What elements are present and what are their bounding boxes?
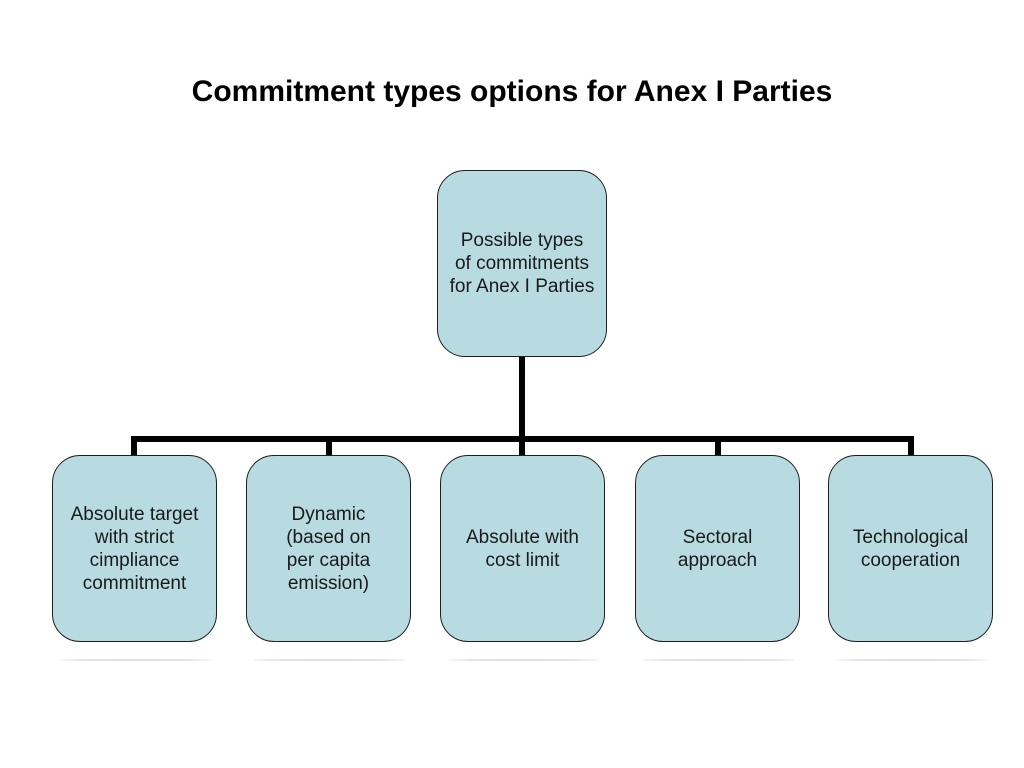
root-node-possible-types: Possible types of commitments for Anex I… <box>437 170 607 357</box>
child-node-sectoral-approach: Sectoral approach <box>635 455 800 661</box>
child-node-dynamic-per-capita: Dynamic (based on per capita emission) <box>246 455 411 661</box>
child-node-label: Technological cooperation <box>852 526 969 571</box>
connector-root-drop <box>519 357 525 436</box>
connector-stub-2 <box>326 436 332 455</box>
child-node-label: Sectoral approach <box>677 526 758 571</box>
child-node-technological-cooperation: Technological cooperation <box>828 455 993 661</box>
connector-stub-4 <box>715 436 721 455</box>
root-node-label: Possible types of commitments for Anex I… <box>449 230 595 297</box>
child-node-absolute-cost-limit: Absolute with cost limit <box>440 455 605 661</box>
slide-title: Commitment types options for Anex I Part… <box>191 75 833 109</box>
child-node-absolute-target: Absolute target with strict cimpliance c… <box>52 455 217 661</box>
child-node-label: Absolute with cost limit <box>465 526 579 571</box>
child-node-label: Absolute target with strict cimpliance c… <box>70 503 199 594</box>
connector-stub-1 <box>131 436 137 455</box>
connector-stub-3 <box>519 436 525 455</box>
child-node-label: Dynamic (based on per capita emission) <box>286 503 371 594</box>
connector-stub-5 <box>908 436 914 455</box>
